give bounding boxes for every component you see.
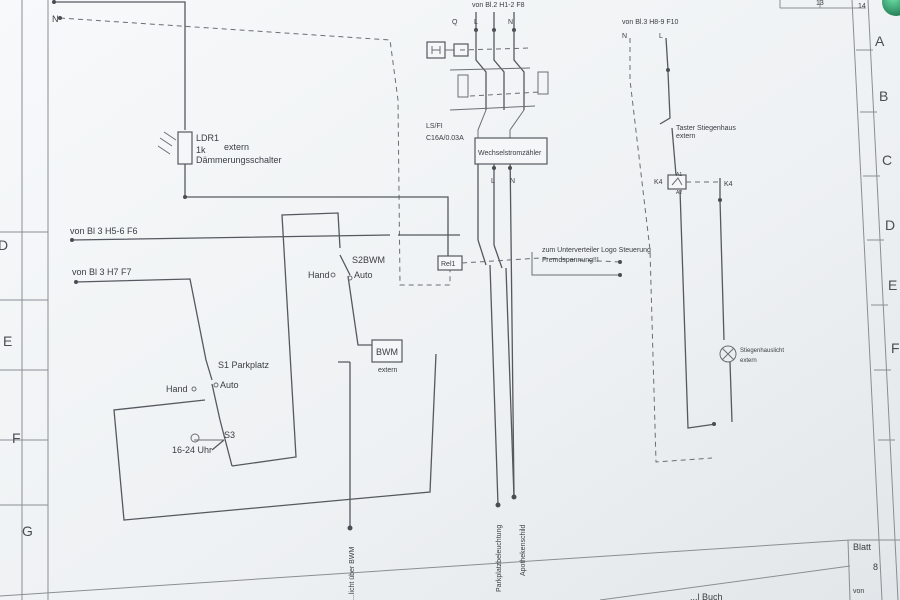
output-pharmacy-label: Apothekenschild bbox=[520, 525, 527, 576]
taster-label-1: Taster Stiegenhaus bbox=[676, 125, 736, 132]
s2-label: S2BWM bbox=[352, 255, 385, 265]
source-1-label: von Bl 3 H5-6 F6 bbox=[70, 226, 138, 236]
s3-timer-label: 16-24 Uhr bbox=[172, 445, 212, 455]
center-term-l: L bbox=[474, 19, 478, 26]
lsfi-label: LS/FI bbox=[426, 123, 443, 130]
left-row-letter-d: D bbox=[0, 237, 8, 253]
logo-note-2: Fremdspannung!!! bbox=[542, 257, 599, 264]
ldr-description: Dämmerungsschalter bbox=[196, 155, 282, 165]
center-circuit-labels: von Bl.2 H1-2 F8 Q L N LS/FI C16A/0.03A … bbox=[426, 2, 651, 264]
s2-auto-label: Auto bbox=[354, 270, 373, 280]
title-block-label: Blatt bbox=[853, 542, 872, 552]
n-terminal-label: N bbox=[52, 14, 59, 24]
column-number-13: 13 bbox=[816, 0, 824, 7]
s1-label: S1 Parkplatz bbox=[218, 360, 270, 370]
output-parking-label: Parkplatzbeleuchtung bbox=[496, 525, 503, 592]
title-block-project: ...l Buch bbox=[690, 592, 723, 600]
rel1-label: Rel1 bbox=[441, 261, 456, 268]
title-block-sheet: 8 bbox=[873, 562, 878, 572]
center-source-label: von Bl.2 H1-2 F8 bbox=[472, 2, 525, 9]
meter-label: Wechselstromzähler bbox=[478, 150, 542, 157]
lamp-label-1: Stiegenhauslicht bbox=[740, 348, 784, 354]
left-circuit-labels: N LDR1 1k extern Dämmerungsschalter von … bbox=[52, 14, 527, 600]
bwm-note: extern bbox=[378, 367, 398, 374]
lamp-label-2: extern bbox=[740, 358, 757, 364]
ldr1-resistor bbox=[177, 131, 193, 165]
lamp-symbol bbox=[719, 345, 737, 363]
s2-hand-label: Hand bbox=[308, 270, 330, 280]
right-circuit-labels: von Bl.3 H8-9 F10 N L Taster Stiegenhaus… bbox=[622, 19, 784, 364]
ldr-name: LDR1 bbox=[196, 133, 219, 143]
right-source-label: von Bl.3 H8-9 F10 bbox=[622, 19, 679, 26]
s1-auto-label: Auto bbox=[220, 380, 239, 390]
lsfi-rating: C16A/0.03A bbox=[426, 135, 464, 142]
row-letter-f: F bbox=[891, 340, 900, 356]
left-circuit-wiring bbox=[52, 0, 621, 531]
title-block-of: von bbox=[853, 588, 864, 595]
s3-label: S3 bbox=[224, 430, 235, 440]
right-circuit-wiring bbox=[629, 37, 737, 463]
taster-label-2: extern bbox=[676, 133, 696, 140]
electricity-meter-box bbox=[474, 137, 548, 165]
logo-note-1: zum Unterverteiler Logo Steuerung bbox=[542, 247, 651, 254]
column-number-14: 14 bbox=[858, 3, 866, 10]
row-letter-a: A bbox=[875, 33, 885, 49]
bwm-label: BWM bbox=[376, 347, 398, 357]
ldr-note: extern bbox=[224, 142, 249, 152]
ldr-value: 1k bbox=[196, 145, 206, 155]
row-letter-d: D bbox=[885, 217, 895, 233]
left-row-letter-e: E bbox=[3, 333, 12, 349]
center-term-q: Q bbox=[452, 19, 458, 26]
corner-accent-ball bbox=[882, 0, 900, 16]
source-2-label: von Bl 3 H7 F7 bbox=[72, 267, 132, 277]
row-letter-c: C bbox=[882, 152, 892, 168]
left-row-letter-g: G bbox=[22, 523, 33, 539]
right-n-label: N bbox=[622, 33, 627, 40]
s1-hand-label: Hand bbox=[166, 384, 188, 394]
center-out-n: N bbox=[510, 178, 515, 185]
coil-a1-label: A1 bbox=[676, 172, 682, 178]
center-circuit-wiring bbox=[426, 12, 622, 277]
left-row-letter-f: F bbox=[12, 430, 21, 446]
k4-coil-label: K4 bbox=[654, 179, 663, 186]
output-bwm-label: ...licht über BWM bbox=[349, 547, 356, 600]
bwm-box bbox=[371, 339, 403, 363]
right-l-label: L bbox=[659, 33, 663, 40]
row-letter-e: E bbox=[888, 277, 897, 293]
coil-a2-label: A2 bbox=[676, 190, 682, 196]
k4-contact-label: K4 bbox=[724, 181, 733, 188]
center-term-n: N bbox=[508, 19, 513, 26]
row-letter-b: B bbox=[879, 88, 888, 104]
center-out-l: L bbox=[491, 178, 495, 185]
